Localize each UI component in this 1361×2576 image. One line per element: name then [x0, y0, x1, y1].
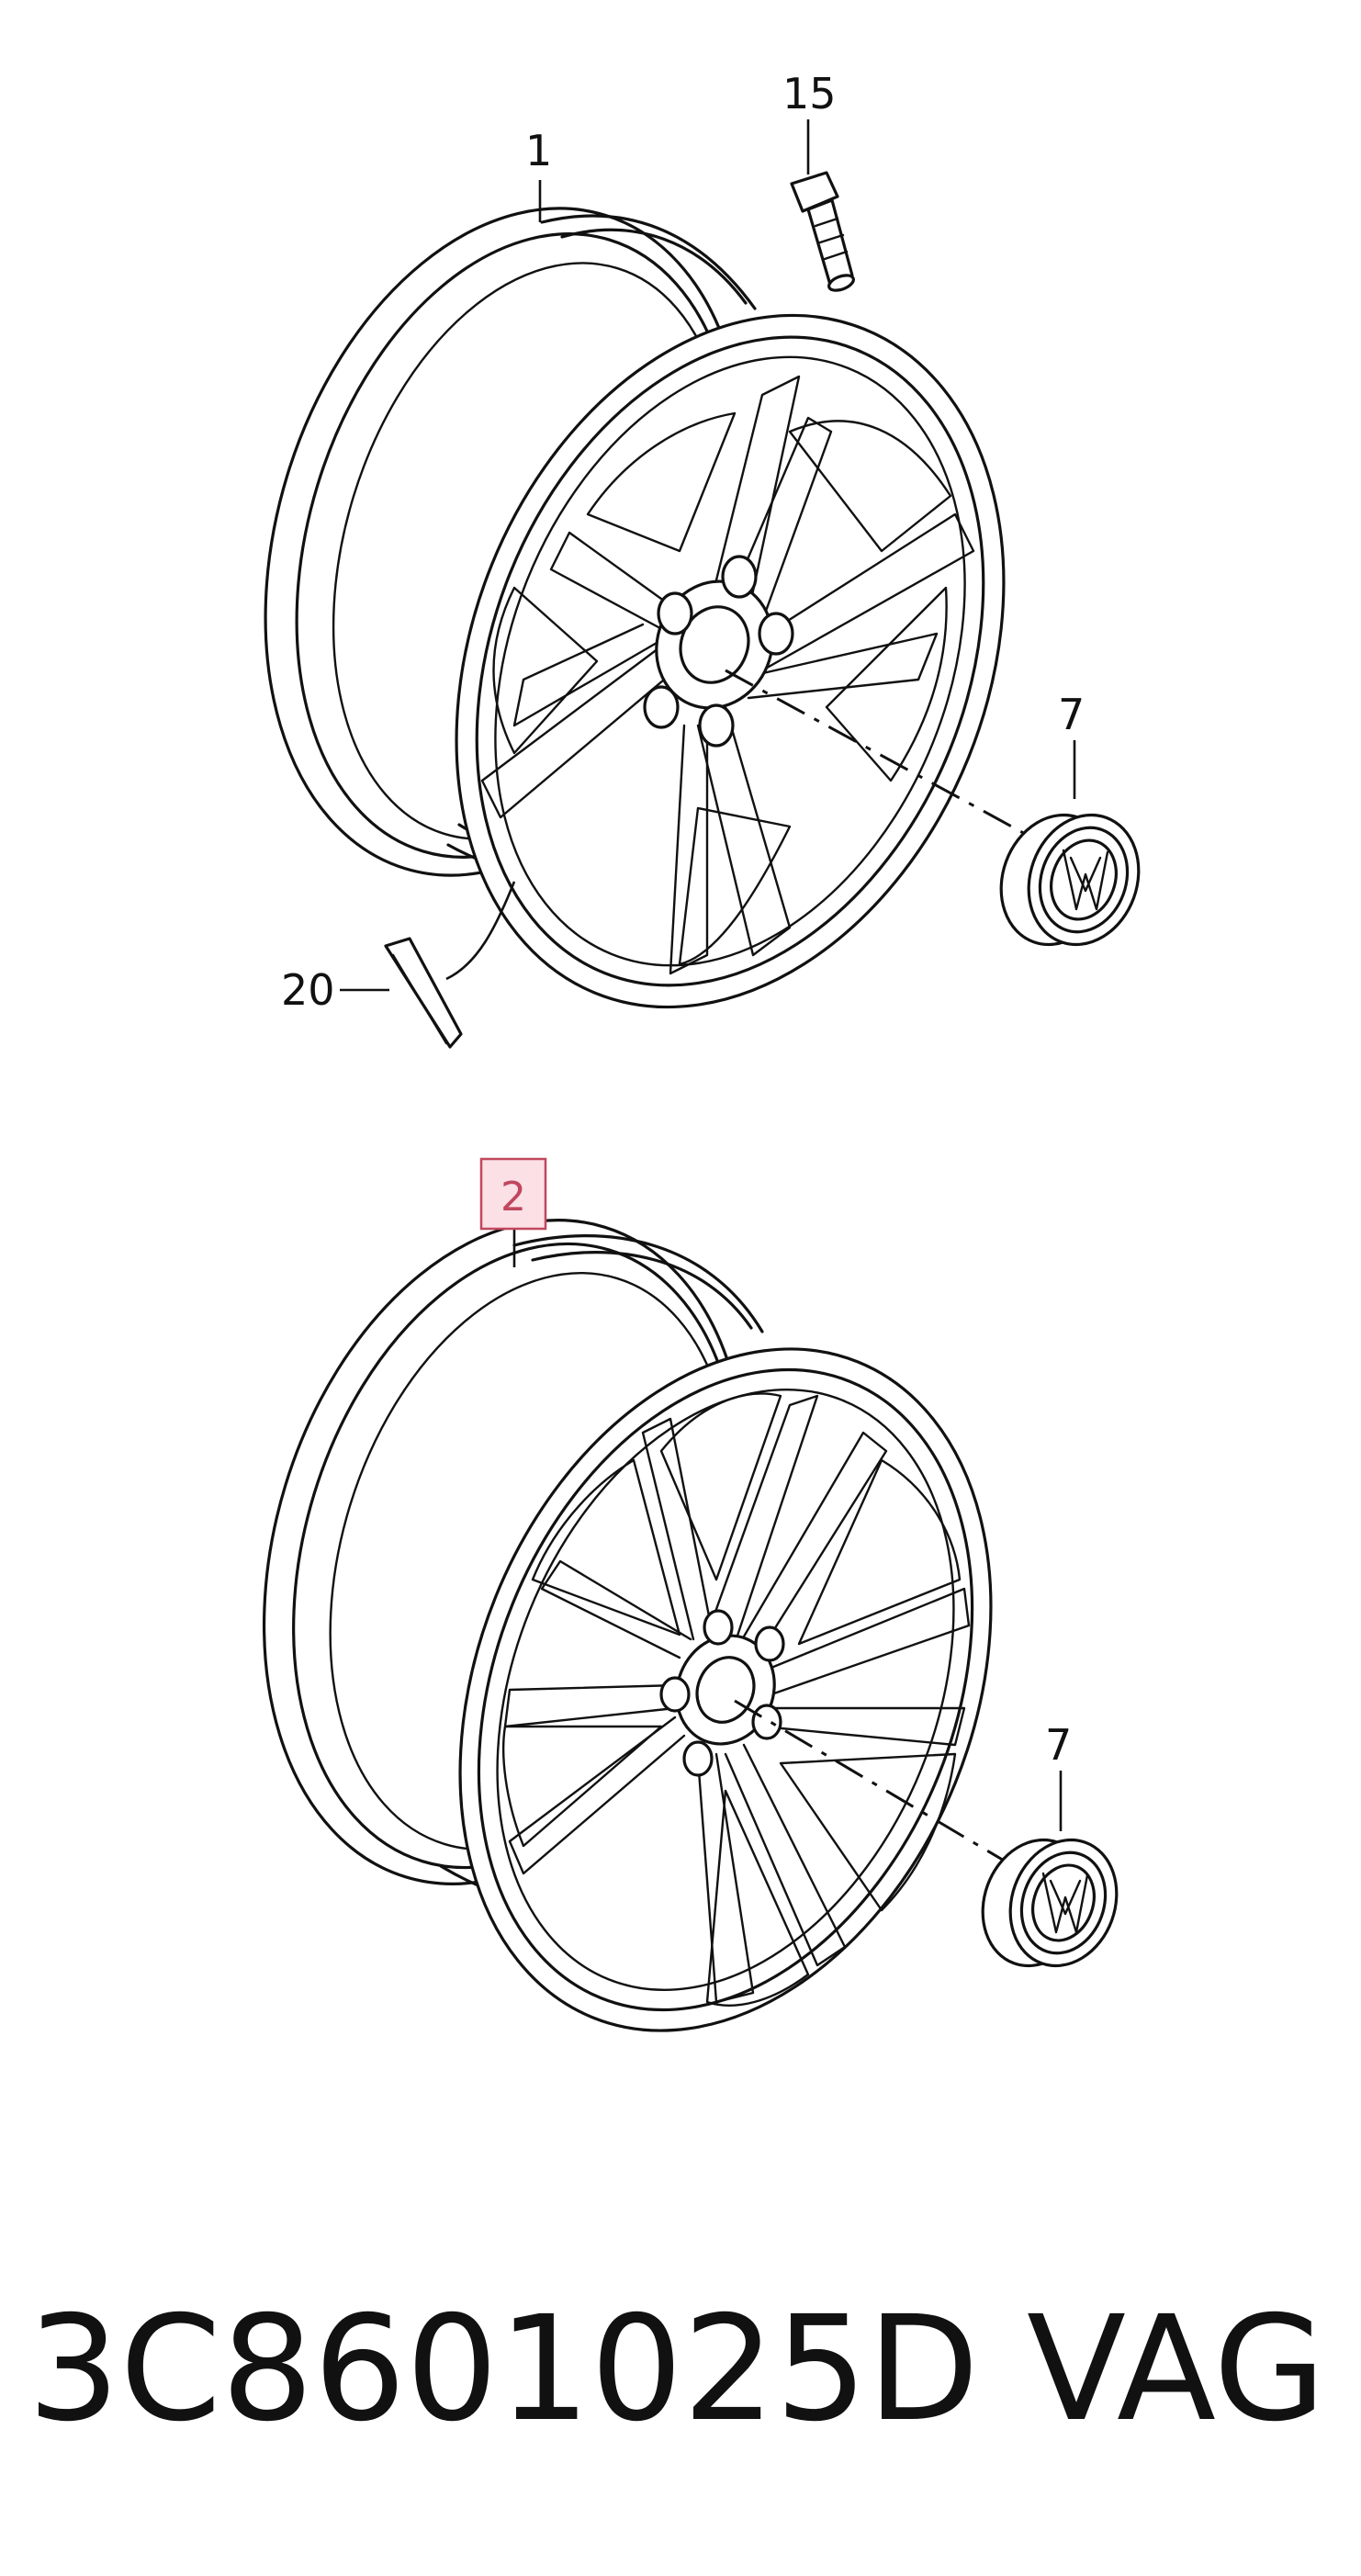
- highlight-box: [479, 1157, 547, 1231]
- callout-7-top: 7: [1058, 690, 1085, 739]
- callout-15: 15: [782, 69, 837, 118]
- balance-weight-icon[interactable]: [384, 937, 463, 1049]
- callout-7-bottom: 7: [1045, 1720, 1072, 1770]
- center-cap-icon[interactable]: [984, 800, 1156, 961]
- callout-2[interactable]: 2: [501, 1174, 526, 1221]
- part-number: 3C8601025D: [28, 2285, 980, 2454]
- wheel-rim-bottom[interactable]: [186, 1160, 1088, 2110]
- center-cap-icon-bottom[interactable]: [965, 1825, 1133, 1981]
- brand-label: VAG: [1027, 2285, 1326, 2454]
- callout-1: 1: [525, 126, 552, 175]
- callout-20: 20: [281, 965, 335, 1015]
- tire-valve-icon[interactable]: [790, 171, 856, 293]
- wheel-rim-top[interactable]: [187, 149, 1103, 1090]
